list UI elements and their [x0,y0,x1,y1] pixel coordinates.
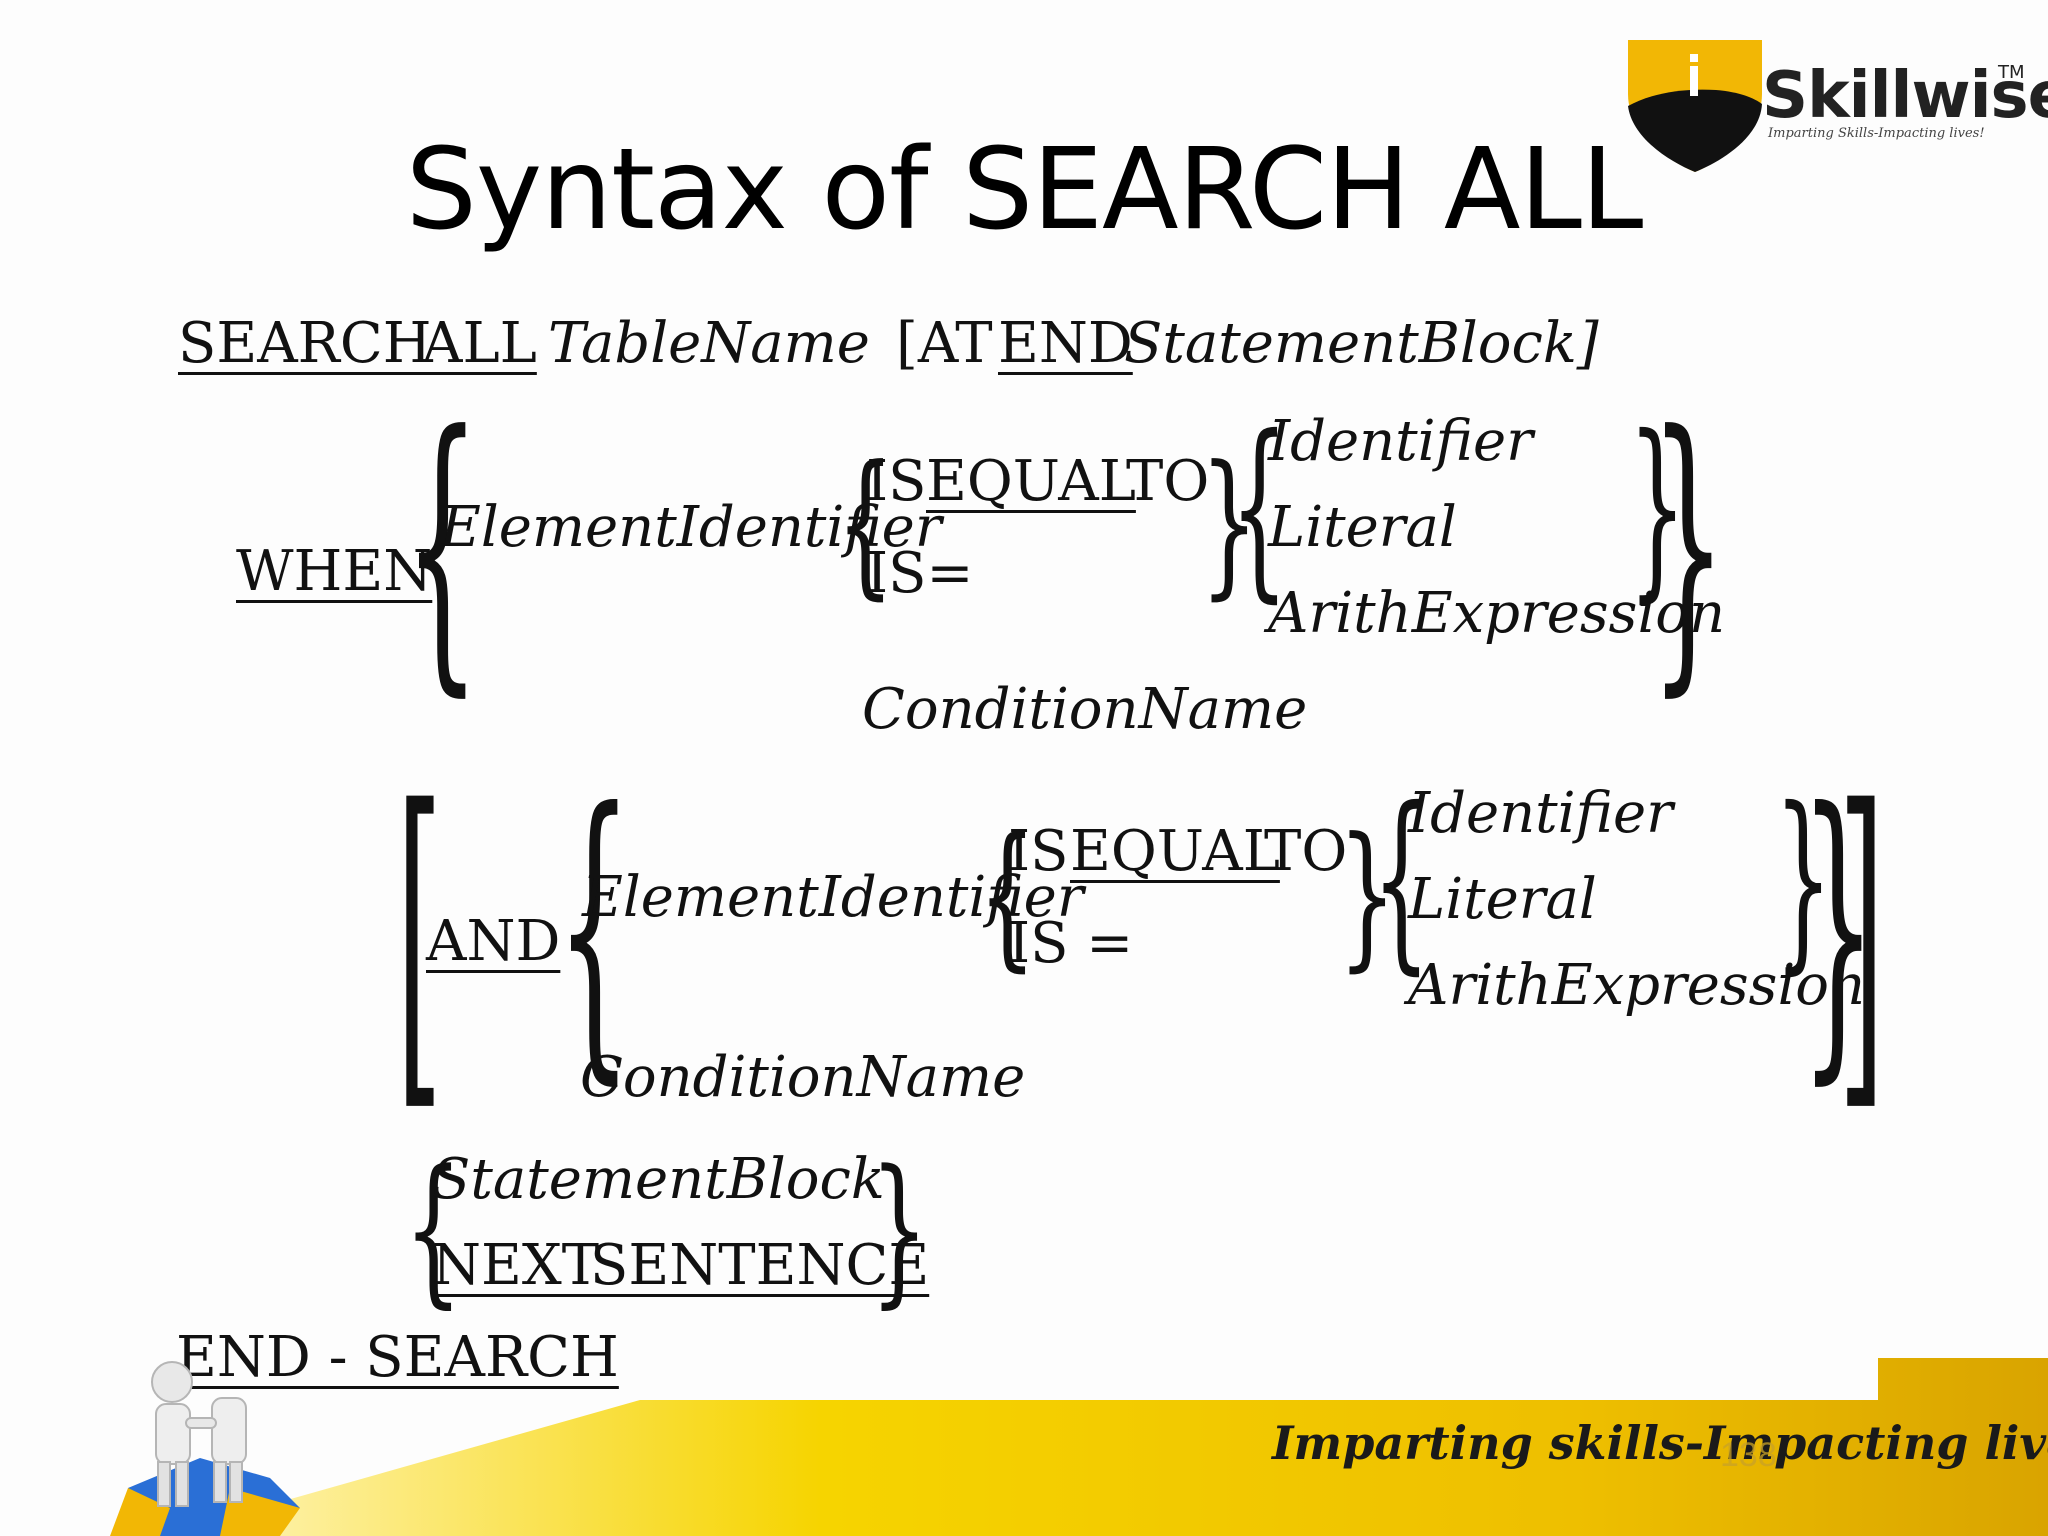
when-relation-brace-icon: { [836,432,895,615]
when-keyword: WHEN [236,539,433,604]
at-end-open: [AT [896,311,993,376]
and-operand-arith: ArithExpression [1408,953,1866,1018]
logo-name: Skillwise [1762,59,2048,133]
when-left-brace-icon: { [404,375,481,723]
and-element-identifier: ElementIdentifier [582,865,1084,930]
action-statement-block: StatementBlock [432,1147,885,1212]
when-condition-name: ConditionName [862,677,1308,742]
and-operand-literal: Literal [1408,867,1597,932]
and-right-bracket-icon: ] [1838,741,1885,1145]
when-operand-brace-icon: { [1230,395,1289,620]
when-operand-close-brace-icon: } [1628,395,1687,620]
and-right-brace-icon: } [1800,750,1877,1112]
logo-tagline: Imparting Skills-Impacting lives! [1768,126,1985,141]
and-keyword: AND [426,909,561,974]
when-is-word: IS [866,449,927,514]
and-to-word: TO [1264,819,1348,884]
table-name: TableName [548,311,870,376]
teamwork-puzzle-figure-icon [110,1361,300,1536]
and-left-bracket-icon: [ [396,741,443,1145]
and-is-word: IS [1008,819,1069,884]
when-operand-identifier: Identifier [1268,409,1533,474]
sentence-keyword: SENTENCE [590,1233,930,1298]
search-keyword: SEARCH [178,311,432,376]
and-equal-keyword: EQUAL [1070,819,1280,884]
and-relation-close-brace-icon: } [1338,804,1397,987]
shield-logo-icon [1628,40,1762,172]
and-operand-identifier: Identifier [1408,781,1673,846]
when-is-equals-sign: IS= [866,541,974,606]
all-keyword: ALL [422,311,537,376]
and-operand-brace-icon: { [1372,767,1431,992]
logo-trademark: TM [1998,62,2025,83]
and-operand-close-brace-icon: } [1774,767,1833,992]
when-equal-keyword: EQUAL [926,449,1136,514]
when-operand-literal: Literal [1268,495,1457,560]
at-end-statement-block: StatementBlock] [1124,311,1599,376]
and-relation-brace-icon: { [978,804,1037,987]
when-to-word: TO [1126,449,1210,514]
and-left-brace-icon: { [556,750,633,1112]
when-right-brace-icon: } [1650,375,1727,723]
when-element-identifier: ElementIdentifier [440,495,942,560]
end-search-keyword: END - SEARCH [176,1325,619,1390]
page-number: 138 [1720,1436,1777,1474]
end-keyword: END [998,311,1133,376]
when-relation-close-brace-icon: } [1200,432,1259,615]
next-keyword: NEXT [432,1233,600,1298]
slide-title: Syntax of SEARCH ALL [405,125,1644,255]
footer-tagline: Imparting skills-Impacting lives! [1272,1416,2048,1470]
and-condition-name: ConditionName [580,1045,1026,1110]
footer-band [160,1358,2048,1536]
when-operand-arith: ArithExpression [1268,581,1726,646]
and-is-equals-sign: IS = [1008,911,1134,976]
action-right-brace-icon: } [870,1136,929,1324]
action-left-brace-icon: { [404,1136,463,1324]
